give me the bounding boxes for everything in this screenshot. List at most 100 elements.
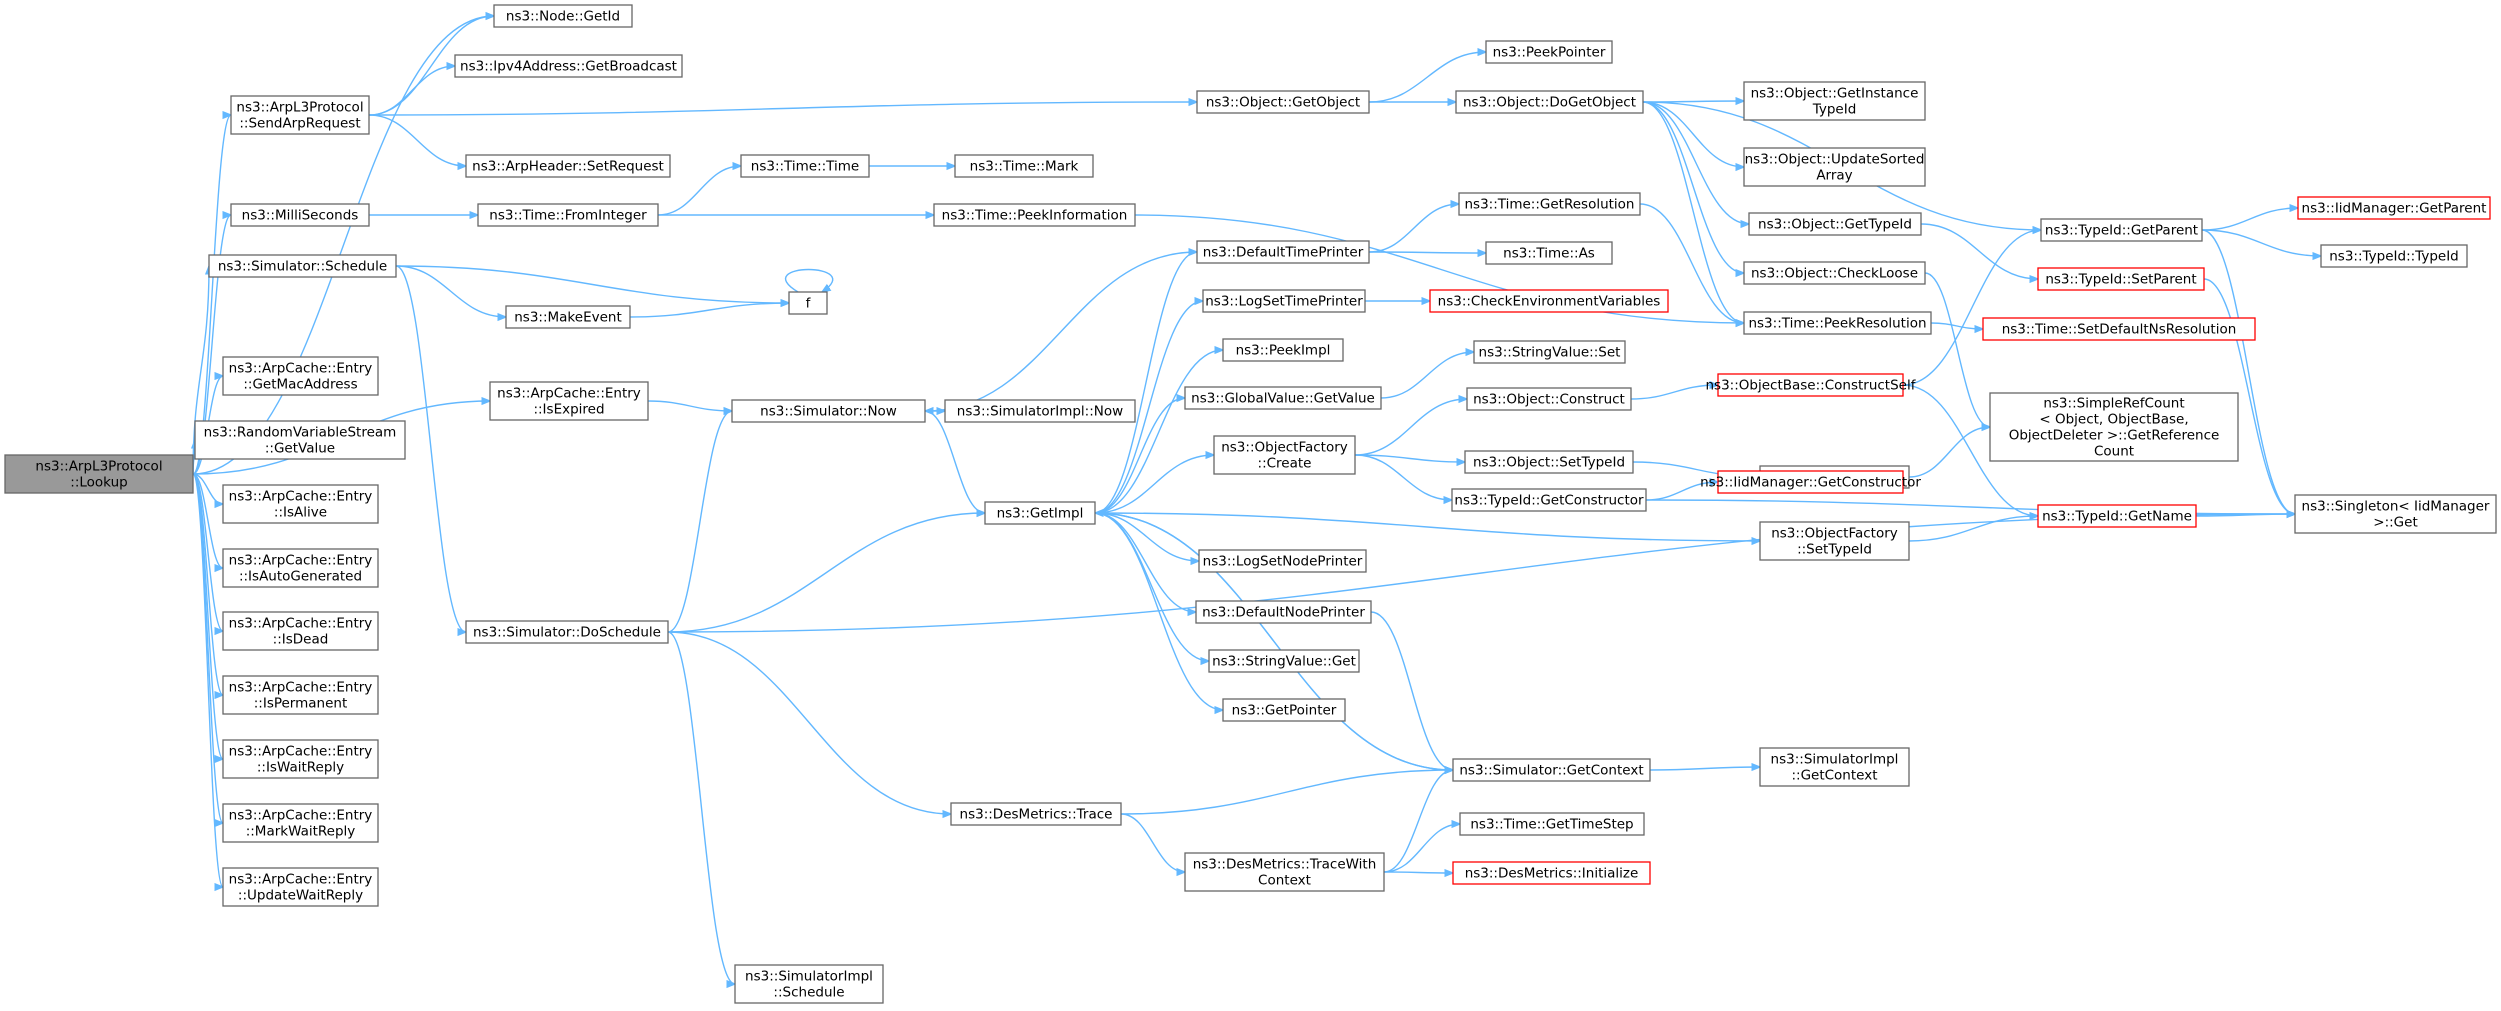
node-label-line: ns3::TypeId::TypeId <box>2329 249 2459 265</box>
node-label-line: ns3::Simulator::GetContext <box>1459 763 1643 779</box>
node-gvget[interactable]: ns3::GlobalValue::GetValue <box>1184 386 1382 410</box>
node-label-line: ns3::GetImpl <box>997 506 1084 522</box>
node-peekres[interactable]: ns3::Time::PeekResolution <box>1743 311 1932 335</box>
edge-objcheck-to-simpleref <box>1908 427 1990 478</box>
node-label-line: ::Schedule <box>773 985 844 1001</box>
node-label-line: ns3::TypeId::SetParent <box>2045 272 2196 288</box>
node-getimpl[interactable]: ns3::GetImpl <box>984 501 1096 525</box>
node-implnow[interactable]: ns3::SimulatorImpl::Now <box>944 399 1136 423</box>
node-deftp[interactable]: ns3::DefaultTimePrinter <box>1196 240 1370 264</box>
node-svset[interactable]: ns3::StringValue::Set <box>1473 340 1626 364</box>
node-label-line: ns3::ArpCache::Entry <box>497 386 641 402</box>
node-box <box>208 254 397 278</box>
node-gettimestep[interactable]: ns3::Time::GetTimeStep <box>1459 812 1645 836</box>
node-ofsettid[interactable]: ns3::ObjectFactory::SetTypeId <box>1759 521 1910 561</box>
node-singleton[interactable]: ns3::Singleton< IidManager >::Get <box>2294 494 2497 534</box>
node-box <box>1743 261 1926 285</box>
node-defnp[interactable]: ns3::DefaultNodePrinter <box>1195 600 1372 624</box>
node-label-line: ns3::SimpleRefCount <box>2043 396 2184 412</box>
node-isauto[interactable]: ns3::ArpCache::Entry::IsAutoGenerated <box>222 548 379 588</box>
node-objsettid[interactable]: ns3::Object::SetTypeId <box>1464 450 1634 474</box>
node-label-line: ns3::Object::GetObject <box>1206 95 1360 111</box>
node-box <box>933 203 1136 227</box>
node-checkloose[interactable]: ns3::Object::CheckLoose <box>1743 261 1926 285</box>
node-peekinfo[interactable]: ns3::Time::PeekInformation <box>933 203 1136 227</box>
node-label-line: >::Get <box>2373 515 2417 531</box>
node-tidsetparent[interactable]: ns3::TypeId::SetParent <box>2037 267 2205 291</box>
node-label-line: ::Lookup <box>70 475 127 491</box>
node-getres[interactable]: ns3::Time::GetResolution <box>1458 192 1641 216</box>
node-fromint[interactable]: ns3::Time::FromInteger <box>477 203 659 227</box>
node-sched[interactable]: ns3::Simulator::Schedule <box>208 254 397 278</box>
node-getid[interactable]: ns3::Node::GetId <box>493 4 633 28</box>
node-box <box>222 739 379 779</box>
node-tidgetname[interactable]: ns3::TypeId::GetName <box>2037 504 2197 528</box>
node-iidgetctor[interactable]: ns3::IidManager::GetConstructor <box>1700 470 1921 494</box>
node-tidtid[interactable]: ns3::TypeId::TypeId <box>2320 244 2468 268</box>
node-milli[interactable]: ns3::MilliSeconds <box>230 203 370 227</box>
node-label-line: ::GetMacAddress <box>243 377 357 393</box>
node-objtypeid[interactable]: ns3::Object::GetTypeId <box>1748 212 1922 236</box>
node-box <box>1748 212 1922 236</box>
node-label-line: ns3::Simulator::Schedule <box>218 259 387 275</box>
node-peekptr[interactable]: ns3::PeekPointer <box>1485 40 1613 64</box>
node-tidgetparent[interactable]: ns3::TypeId::GetParent <box>2040 218 2203 242</box>
edge-dosched-to-implsched <box>667 631 735 984</box>
node-iidgetparent[interactable]: ns3::IidManager::GetParent <box>2297 196 2491 220</box>
node-getobj[interactable]: ns3::Object::GetObject <box>1196 90 1370 114</box>
node-getptr[interactable]: ns3::GetPointer <box>1222 698 1346 722</box>
node-timeas[interactable]: ns3::Time::As <box>1485 241 1613 265</box>
node-label-line: ns3::Simulator::Now <box>760 404 897 420</box>
node-label-line: ns3::ArpL3Protocol <box>35 459 162 475</box>
node-dosched[interactable]: ns3::Simulator::DoSchedule <box>465 620 669 644</box>
node-setdefres[interactable]: ns3::Time::SetDefaultNsResolution <box>1982 317 2256 341</box>
node-isexp[interactable]: ns3::ArpCache::Entry::IsExpired <box>489 381 649 421</box>
node-implsched[interactable]: ns3::SimulatorImpl::Schedule <box>734 964 884 1004</box>
node-timetime[interactable]: ns3::Time::Time <box>740 154 870 178</box>
node-logsnp[interactable]: ns3::LogSetNodePrinter <box>1198 549 1367 573</box>
node-obconstself[interactable]: ns3::ObjectBase::ConstructSelf <box>1706 373 1917 397</box>
edge-root-to-iswait <box>192 473 224 759</box>
node-dogetobj[interactable]: ns3::Object::DoGetObject <box>1455 90 1644 114</box>
node-isperm[interactable]: ns3::ArpCache::Entry::IsPermanent <box>222 675 379 715</box>
node-setreq[interactable]: ns3::ArpHeader::SetRequest <box>465 154 671 178</box>
node-updwait[interactable]: ns3::ArpCache::Entry::UpdateWaitReply <box>222 867 379 907</box>
node-desinit[interactable]: ns3::DesMetrics::Initialize <box>1452 861 1651 885</box>
node-destrace[interactable]: ns3::DesMetrics::Trace <box>950 802 1122 826</box>
node-tidgetctor[interactable]: ns3::TypeId::GetConstructor <box>1451 488 1647 512</box>
node-label-line: ns3::TypeId::GetParent <box>2045 223 2198 239</box>
node-f[interactable]: f <box>788 291 828 315</box>
node-svget[interactable]: ns3::StringValue::Get <box>1208 649 1360 673</box>
node-root[interactable]: ns3::ArpL3Protocol::Lookup <box>4 454 194 494</box>
node-markwait[interactable]: ns3::ArpCache::Entry::MarkWaitReply <box>222 803 379 843</box>
node-rvs[interactable]: ns3::RandomVariableStream::GetValue <box>194 420 406 460</box>
node-simgetctx[interactable]: ns3::Simulator::GetContext <box>1452 758 1651 782</box>
edge-getimpl-to-ofsettid <box>1094 512 1760 541</box>
node-simnow[interactable]: ns3::Simulator::Now <box>731 399 926 423</box>
node-box <box>465 620 669 644</box>
node-simpleref[interactable]: ns3::SimpleRefCount< Object, ObjectBase,… <box>1989 392 2239 462</box>
edge-tracectx-to-gettimestep <box>1383 824 1460 873</box>
node-sendarp[interactable]: ns3::ArpL3Protocol::SendArpRequest <box>230 95 370 135</box>
node-label-line: ns3::ArpL3Protocol <box>236 100 363 116</box>
node-checkenv[interactable]: ns3::CheckEnvironmentVariables <box>1429 289 1669 313</box>
node-implgetctx[interactable]: ns3::SimulatorImpl::GetContext <box>1759 747 1910 787</box>
node-isdead[interactable]: ns3::ArpCache::Entry::IsDead <box>222 611 379 651</box>
node-objconst[interactable]: ns3::Object::Construct <box>1466 387 1632 411</box>
node-iswait[interactable]: ns3::ArpCache::Entry::IsWaitReply <box>222 739 379 779</box>
node-label-line: ns3::ArpHeader::SetRequest <box>472 159 664 175</box>
node-ofcreate[interactable]: ns3::ObjectFactory::Create <box>1213 435 1356 475</box>
node-bcast[interactable]: ns3::Ipv4Address::GetBroadcast <box>454 54 683 78</box>
node-mark[interactable]: ns3::Time::Mark <box>954 154 1094 178</box>
node-logstp[interactable]: ns3::LogSetTimePrinter <box>1202 289 1366 313</box>
node-label-line: ns3::IidManager::GetConstructor <box>1700 475 1921 491</box>
node-box <box>230 203 370 227</box>
edge-getimpl-to-getptr <box>1094 512 1223 710</box>
node-peekimpl[interactable]: ns3::PeekImpl <box>1222 338 1344 362</box>
node-getmac[interactable]: ns3::ArpCache::Entry::GetMacAddress <box>222 356 379 396</box>
node-makeev[interactable]: ns3::MakeEvent <box>505 305 631 329</box>
node-isalive[interactable]: ns3::ArpCache::Entry::IsAlive <box>222 484 379 524</box>
